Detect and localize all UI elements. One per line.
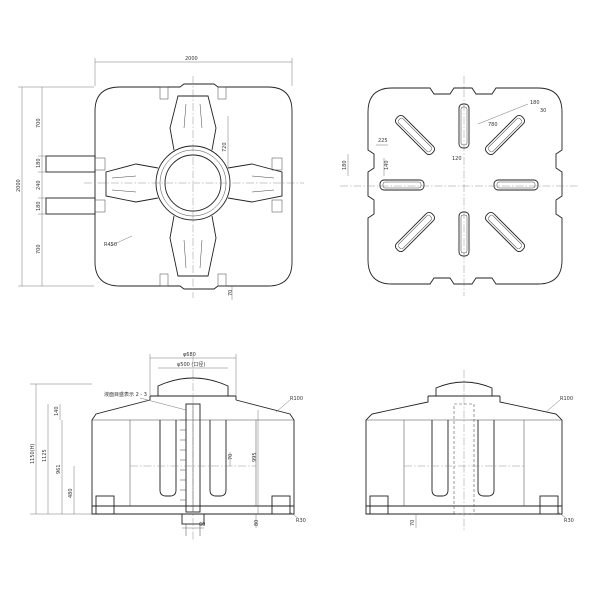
bottom-view-d1: 225 (378, 138, 388, 144)
front-view-diameter: φ680 (183, 352, 196, 358)
bottom-view-d6: 180 (530, 100, 540, 106)
front-view-inlet: φ500 (口径) (177, 361, 205, 368)
top-view-inner-label: 720 (222, 142, 228, 152)
bottom-view-d4: 780 (488, 122, 498, 128)
top-view-seg-bottom: 700 (36, 244, 42, 254)
top-view-seg-mid-b: 240 (36, 180, 42, 190)
front-view-b1: 60 (199, 522, 205, 528)
top-view-seg-mid-c: 180 (36, 201, 42, 211)
top-view-foot-label: 70 (228, 290, 234, 296)
side-view-r2: R30 (564, 518, 574, 524)
front-view-gauge-note: 液面目盛表示 2 - 3 (104, 391, 147, 398)
front-view-r2: R30 (296, 518, 306, 524)
top-view-rib-east (227, 163, 283, 203)
bottom-view-slot-se (484, 211, 526, 253)
front-view-shoulder (91, 399, 295, 506)
top-view-outline (94, 83, 293, 290)
front-view-h3: 140 (54, 406, 60, 416)
top-view: 2000 2000 700 180 240 180 700 720 R450 7… (16, 56, 304, 300)
top-view-radius-label: R450 (104, 242, 117, 248)
top-view-width-label: 2000 (185, 56, 198, 62)
front-view-h7: 70 (228, 454, 234, 460)
front-view-total-height: 1150(H) (30, 444, 36, 464)
bottom-view-d5: 120 (452, 156, 462, 162)
bottom-view-outline (367, 87, 563, 285)
front-view-h4: 961 (56, 464, 62, 474)
side-view: R100 R30 70 (365, 370, 574, 530)
front-view-h2: 1125 (42, 449, 48, 462)
bottom-view-d7: 30 (540, 108, 546, 114)
top-view-depth-label: 2000 (16, 179, 22, 192)
bottom-view-slot-nw (394, 114, 436, 156)
side-view-b1: 70 (410, 520, 416, 526)
front-view-r1: R100 (290, 396, 303, 402)
front-view-b2: 80 (254, 520, 260, 526)
front-view-h5: 480 (68, 488, 74, 498)
front-view-h6: 995 (252, 452, 258, 462)
bottom-view-slot-west (379, 179, 425, 191)
bottom-view-d3: 140 (384, 160, 390, 170)
front-view: φ680 φ500 (口径) 液面目盛表示 2 - 3 1150(H) 1125… (30, 352, 306, 540)
bottom-view-d2: 180 (342, 160, 348, 170)
top-view-fitting-left (45, 155, 96, 173)
top-view-seg-mid-a: 180 (36, 158, 42, 168)
bottom-view-slot-east (493, 179, 539, 191)
top-view-seg-top: 700 (36, 118, 42, 128)
bottom-view: 225 180 140 780 120 180 30 (340, 76, 578, 296)
side-view-r1: R100 (560, 396, 573, 402)
front-view-lid (157, 377, 229, 397)
side-view-lid (435, 381, 493, 397)
bottom-view-slot-ne (484, 114, 526, 156)
top-view-rib-west (105, 163, 159, 203)
bottom-view-slot-sw (394, 211, 436, 253)
